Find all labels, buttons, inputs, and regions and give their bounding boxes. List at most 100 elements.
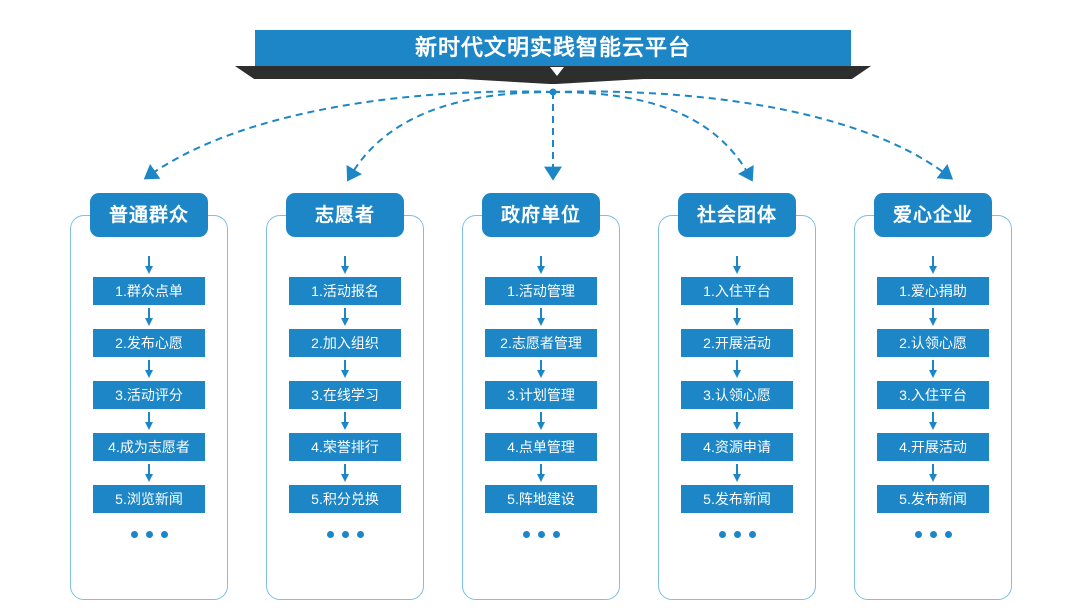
arrow-down-icon (144, 360, 154, 378)
arrow-down-icon (340, 256, 350, 274)
arrow-down-icon (536, 412, 546, 430)
more-items-ellipsis-icon (522, 531, 560, 538)
item-label: 1.活动报名 (311, 283, 379, 299)
item-label: 2.志愿者管理 (500, 335, 582, 351)
item-label: 5.积分兑换 (311, 491, 379, 507)
list-item[interactable]: 3.活动评分 (93, 381, 205, 409)
column-header-1[interactable]: 普通群众 (90, 193, 208, 237)
column-body-2: 1.活动报名 2.加入组织 3.在线学习 4.荣誉排行 5.积分兑换 (266, 253, 424, 538)
arrow-down-icon (144, 308, 154, 326)
list-item[interactable]: 1.活动报名 (289, 277, 401, 305)
arrow-down-icon (340, 464, 350, 482)
column-body-3: 1.活动管理 2.志愿者管理 3.计划管理 4.点单管理 5.阵地建设 (462, 253, 620, 538)
arrow-down-icon (928, 360, 938, 378)
column-header-2[interactable]: 志愿者 (286, 193, 404, 237)
arrow-down-icon (144, 412, 154, 430)
list-item[interactable]: 4.点单管理 (485, 433, 597, 461)
column-header-4[interactable]: 社会团体 (678, 193, 796, 237)
arrow-down-icon (536, 256, 546, 274)
item-label: 4.成为志愿者 (108, 439, 190, 455)
arrow-down-icon (536, 308, 546, 326)
arrow-down-icon (928, 308, 938, 326)
list-item[interactable]: 1.群众点单 (93, 277, 205, 305)
list-item[interactable]: 2.志愿者管理 (485, 329, 597, 357)
arrow-down-icon (536, 360, 546, 378)
item-label: 3.认领心愿 (703, 387, 771, 403)
column-header-5[interactable]: 爱心企业 (874, 193, 992, 237)
list-item[interactable]: 1.爱心捐助 (877, 277, 989, 305)
item-label: 5.浏览新闻 (115, 491, 183, 507)
column-header-label: 爱心企业 (892, 204, 973, 226)
list-item[interactable]: 4.成为志愿者 (93, 433, 205, 461)
item-label: 5.阵地建设 (507, 491, 575, 507)
arrow-down-icon (144, 464, 154, 482)
list-item[interactable]: 3.在线学习 (289, 381, 401, 409)
arrow-down-icon (928, 464, 938, 482)
item-label: 3.计划管理 (507, 387, 575, 403)
arrow-down-icon (144, 256, 154, 274)
list-item[interactable]: 5.积分兑换 (289, 485, 401, 513)
column-body-4: 1.入住平台 2.开展活动 3.认领心愿 4.资源申请 5.发布新闻 (658, 253, 816, 538)
item-label: 5.发布新闻 (899, 491, 967, 507)
column-header-label: 政府单位 (500, 204, 581, 226)
list-item[interactable]: 4.荣誉排行 (289, 433, 401, 461)
more-items-ellipsis-icon (718, 531, 756, 538)
list-item[interactable]: 2.发布心愿 (93, 329, 205, 357)
list-item[interactable]: 1.活动管理 (485, 277, 597, 305)
list-item[interactable]: 1.入住平台 (681, 277, 793, 305)
item-label: 1.爱心捐助 (899, 283, 967, 299)
more-items-ellipsis-icon (326, 531, 364, 538)
connector-arrow-4 (552, 91, 754, 182)
column-header-label: 普通群众 (108, 204, 189, 226)
arrow-down-icon (732, 256, 742, 274)
banner-bar: 新时代文明实践智能云平台 (255, 30, 851, 66)
list-item[interactable]: 2.认领心愿 (877, 329, 989, 357)
arrow-down-icon (928, 412, 938, 430)
item-label: 4.荣誉排行 (311, 439, 379, 455)
connector-arrow-1 (143, 90, 554, 180)
more-items-ellipsis-icon (130, 531, 168, 538)
item-label: 2.认领心愿 (899, 335, 967, 351)
connector-arrow-5 (552, 90, 954, 180)
item-label: 2.开展活动 (703, 335, 771, 351)
arrow-down-icon (340, 308, 350, 326)
list-item[interactable]: 3.入住平台 (877, 381, 989, 409)
list-item[interactable]: 5.发布新闻 (877, 485, 989, 513)
connector-arrows (143, 88, 954, 182)
item-label: 2.发布心愿 (115, 335, 183, 351)
list-item[interactable]: 3.计划管理 (485, 381, 597, 409)
item-label: 1.入住平台 (703, 283, 771, 299)
item-label: 5.发布新闻 (703, 491, 771, 507)
platform-title-banner: 新时代文明实践智能云平台 (235, 30, 871, 84)
item-label: 1.群众点单 (115, 283, 183, 299)
column-body-5: 1.爱心捐助 2.认领心愿 3.入住平台 4.开展活动 5.发布新闻 (854, 253, 1012, 538)
more-items-ellipsis-icon (914, 531, 952, 538)
arrow-down-icon (732, 308, 742, 326)
column-header-label: 社会团体 (696, 204, 777, 226)
column-header-3[interactable]: 政府单位 (482, 193, 600, 237)
item-label: 3.入住平台 (899, 387, 967, 403)
arrow-down-icon (340, 360, 350, 378)
list-item[interactable]: 5.发布新闻 (681, 485, 793, 513)
list-item[interactable]: 3.认领心愿 (681, 381, 793, 409)
arrow-down-icon (732, 412, 742, 430)
column-header-label: 志愿者 (314, 204, 375, 226)
arrow-down-icon (732, 360, 742, 378)
list-item[interactable]: 2.开展活动 (681, 329, 793, 357)
item-label: 3.在线学习 (311, 387, 379, 403)
list-item[interactable]: 5.浏览新闻 (93, 485, 205, 513)
list-item[interactable]: 4.开展活动 (877, 433, 989, 461)
list-item[interactable]: 2.加入组织 (289, 329, 401, 357)
arrow-down-icon (732, 464, 742, 482)
role-columns: 普通群众 1.群众点单 2.发布心愿 3.活动评分 4.成为志愿者 5.浏览新闻… (0, 193, 1080, 605)
item-label: 4.开展活动 (899, 439, 967, 455)
connector-arrow-2 (346, 91, 554, 182)
arrow-down-icon (928, 256, 938, 274)
list-item[interactable]: 5.阵地建设 (485, 485, 597, 513)
item-label: 2.加入组织 (311, 335, 379, 351)
list-item[interactable]: 4.资源申请 (681, 433, 793, 461)
item-label: 4.点单管理 (507, 439, 575, 455)
item-label: 3.活动评分 (115, 387, 183, 403)
item-label: 1.活动管理 (507, 283, 575, 299)
